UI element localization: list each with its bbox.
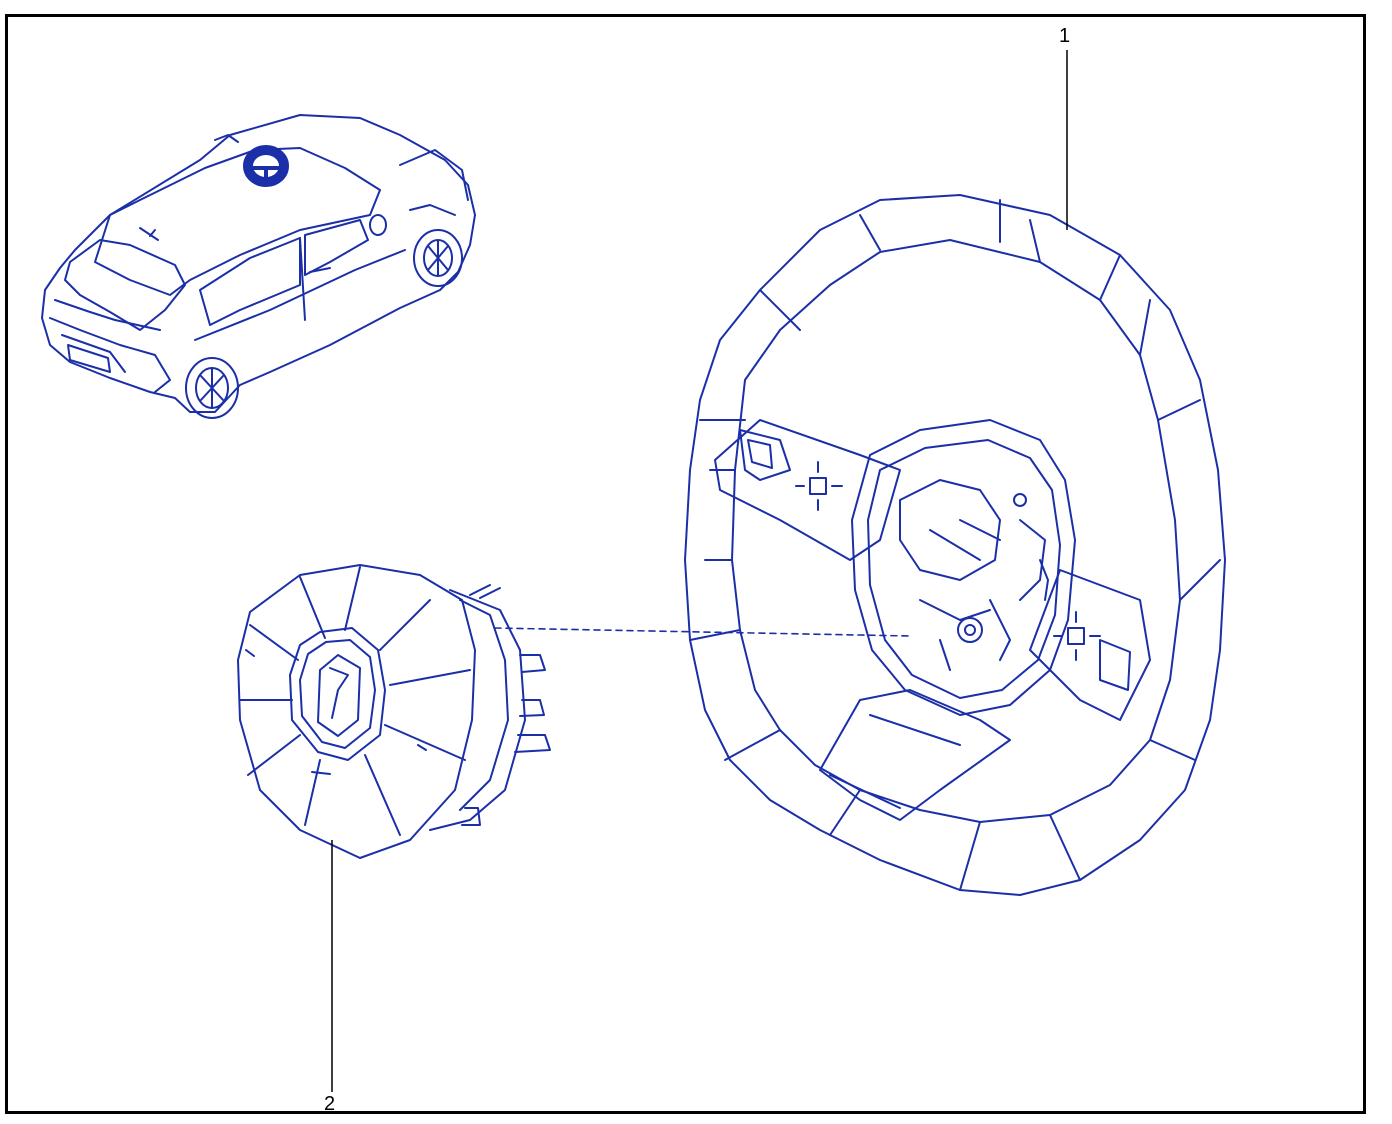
steering-wheel-drawing	[684, 194, 1226, 896]
alignment-dashed-line	[494, 627, 911, 637]
airbag-module-drawing	[237, 564, 551, 859]
diagram-frame	[5, 14, 1366, 1114]
callout-label-1: 1	[1059, 25, 1071, 47]
car-illustration	[41, 114, 476, 419]
callout-label-2: 2	[324, 1093, 336, 1115]
steering-wheel-location-marker	[243, 145, 289, 187]
